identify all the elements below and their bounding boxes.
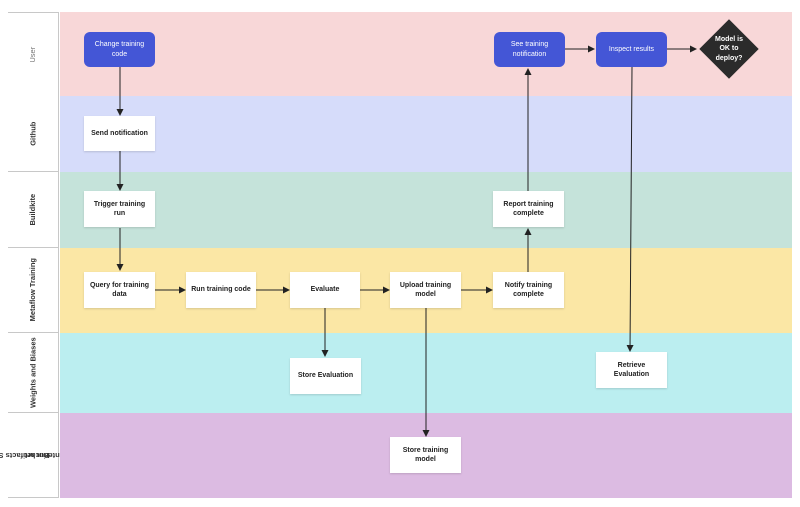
node-trigger-training-run[interactable]: Trigger training run <box>84 191 155 227</box>
node-see-training-notification[interactable]: See training notification <box>494 32 565 67</box>
lane-label-buildkite: Buildkite <box>8 172 59 248</box>
node-query-training-data[interactable]: Query for training data <box>84 272 155 308</box>
node-send-notification[interactable]: Send notification <box>84 116 155 151</box>
node-upload-training-model[interactable]: Upload training model <box>390 272 461 308</box>
decision-text: Model is OK to deploy? <box>714 36 743 62</box>
node-change-training-code[interactable]: Change training code <box>84 32 155 67</box>
lane-github <box>60 96 792 172</box>
node-retrieve-evaluation[interactable]: Retrieve Evaluation <box>596 352 667 388</box>
node-store-training-model[interactable]: Store training model <box>390 437 461 473</box>
node-notify-training-complete[interactable]: Notify training complete <box>493 272 564 308</box>
node-store-evaluation[interactable]: Store Evaluation <box>290 358 361 394</box>
node-run-training-code[interactable]: Run training code <box>186 272 256 308</box>
decision-model-ok-to-deploy[interactable]: Model is OK to deploy? <box>697 17 759 79</box>
node-inspect-results[interactable]: Inspect results <box>596 32 667 67</box>
lane-label-metaflow: Metaflow Training <box>8 248 59 333</box>
lane-label-github: Github <box>8 96 59 172</box>
lane-label-wandb: Weights and Biases <box>8 333 59 413</box>
lane-label-user: User <box>8 12 59 97</box>
node-report-training-complete[interactable]: Report training complete <box>493 191 564 227</box>
node-evaluate[interactable]: Evaluate <box>290 272 360 308</box>
lane-user <box>60 12 792 96</box>
lane-buildkite <box>60 172 792 248</box>
arrow-inspect-to-retrieve <box>626 66 634 352</box>
